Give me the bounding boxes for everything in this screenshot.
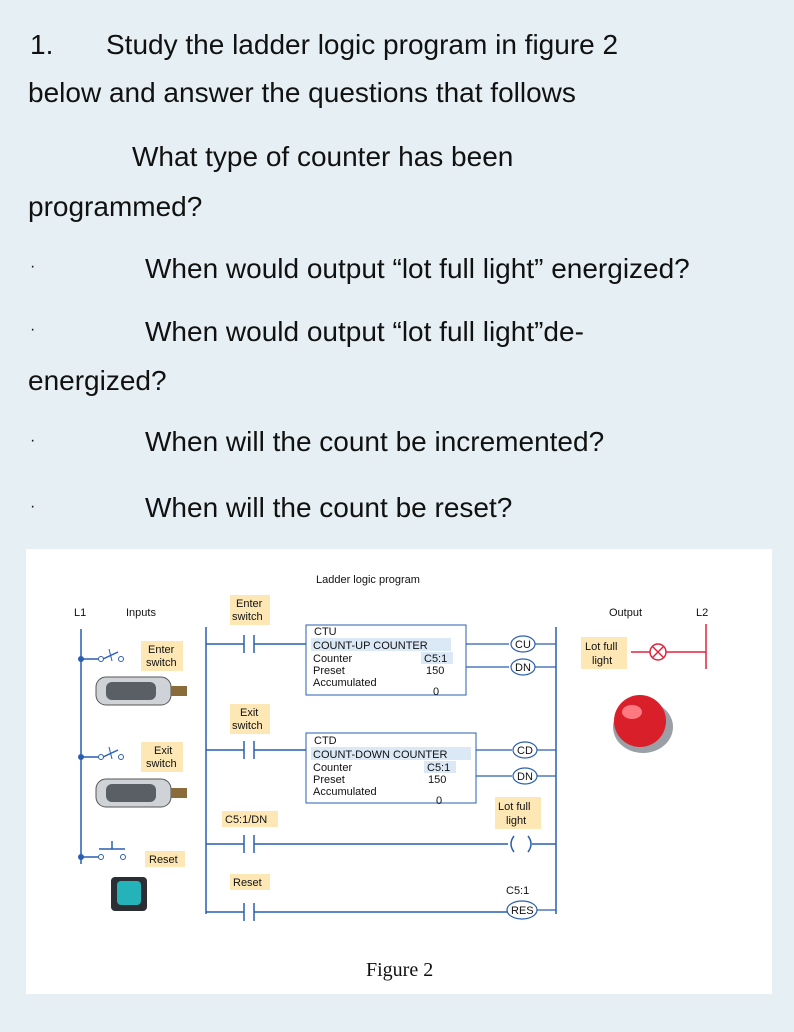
- ctd-counter-label: Counter: [313, 762, 352, 774]
- done-contact: [206, 835, 508, 853]
- reset-input-label: Reset: [149, 854, 178, 866]
- question-c-line1: When would output “lot full light”de-: [145, 316, 584, 347]
- reset-coil: [506, 900, 556, 920]
- bullet-e: ·: [30, 498, 36, 515]
- ctd-outputs: [476, 741, 556, 785]
- enter-input-label-1: Enter: [148, 644, 175, 656]
- ctu-block: CTU COUNT-UP COUNTER Counter C5:1 Preset…: [305, 624, 467, 698]
- enter-input-label-2: switch: [146, 657, 177, 669]
- exit-input-label-2: switch: [146, 758, 177, 770]
- ctu-acc-label: Accumulated: [313, 677, 377, 689]
- red-pilot-light-icon: [613, 695, 673, 753]
- rail-left-label: L1: [74, 607, 86, 619]
- enter-contact-label-1: Enter: [236, 598, 263, 610]
- output-lamp-label-2: light: [592, 655, 612, 667]
- bullet-c: ·: [30, 321, 36, 338]
- question-stem-line1: Study the ladder logic program in figure…: [106, 29, 619, 60]
- question-number: 1.: [30, 29, 54, 60]
- coil-label-1: Lot full: [498, 801, 530, 813]
- ctd-out-cd: CD: [517, 745, 533, 757]
- ctu-tag: CTU: [314, 626, 337, 638]
- ctd-block: CTD COUNT-DOWN COUNTER Counter C5:1 Pres…: [305, 732, 477, 807]
- ctu-counter-value: C5:1: [424, 653, 447, 665]
- reset-input-pushbutton: [78, 841, 126, 860]
- exit-contact: [206, 741, 306, 759]
- pilot-light-symbol: [631, 624, 707, 669]
- question-b: When would output “lot full light” energ…: [145, 253, 690, 284]
- coil-label-2: light: [506, 815, 526, 827]
- ctu-name: COUNT-UP COUNTER: [313, 640, 428, 652]
- output-lamp-label-bg: [581, 637, 627, 669]
- reset-input-label-bg: [145, 851, 185, 867]
- exit-contact-label-2: switch: [232, 720, 263, 732]
- ctu-preset-value: 150: [426, 665, 444, 677]
- ladder-diagram: Ladder logic program L1 Inputs Output L2…: [74, 574, 708, 981]
- question-c-line2: energized?: [28, 365, 167, 396]
- reset-coil-tag: C5:1: [506, 885, 529, 897]
- reset-coil-label: RES: [511, 905, 534, 917]
- ctu-acc-value: 0: [433, 686, 439, 698]
- question-stem-line2: below and answer the questions that foll…: [28, 77, 576, 108]
- output-header: Output: [609, 607, 642, 619]
- ctu-out-dn: DN: [515, 662, 531, 674]
- enter-contact-label-2: switch: [232, 611, 263, 623]
- reset-contact-label: Reset: [233, 877, 262, 889]
- diagram-title: Ladder logic program: [316, 574, 420, 586]
- ctu-out-cu: CU: [515, 639, 531, 651]
- ctd-preset-label: Preset: [313, 774, 345, 786]
- question-d: When will the count be incremented?: [145, 426, 605, 457]
- exit-contact-label-bg: [230, 704, 270, 734]
- inputs-header: Inputs: [126, 607, 156, 619]
- bullet-d: ·: [30, 432, 36, 449]
- ladder-figure: Ladder logic program L1 Inputs Output L2…: [26, 549, 772, 994]
- ctu-counter-label: Counter: [313, 653, 352, 665]
- ctd-out-dn: DN: [517, 771, 533, 783]
- enter-limit-switch-icon: [95, 676, 187, 706]
- ctu-outputs: [466, 635, 556, 676]
- reset-pushbutton-icon: [111, 877, 147, 911]
- coil-label-bg: [495, 797, 541, 829]
- ctd-preset-value: 150: [428, 774, 446, 786]
- done-contact-label-bg: [222, 811, 278, 827]
- ctd-tag: CTD: [314, 735, 337, 747]
- output-lamp-label-1: Lot full: [585, 641, 617, 653]
- reset-contact: [206, 903, 508, 921]
- enter-input-switch: [78, 648, 124, 662]
- exit-input-switch: [78, 746, 124, 760]
- enter-input-label-bg: [141, 641, 183, 671]
- ctd-acc-value: 0: [436, 795, 442, 807]
- question-e: When will the count be reset?: [145, 492, 513, 523]
- exit-limit-switch-icon: [95, 778, 187, 808]
- question-a-line1: What type of counter has been: [132, 141, 514, 172]
- rail-right-label: L2: [696, 607, 708, 619]
- exit-contact-label-1: Exit: [240, 707, 258, 719]
- ctd-acc-label: Accumulated: [313, 786, 377, 798]
- done-contact-label: C5:1/DN: [225, 814, 267, 826]
- figure-caption: Figure 2: [366, 959, 433, 981]
- ctd-counter-value: C5:1: [427, 762, 450, 774]
- ctd-name: COUNT-DOWN COUNTER: [313, 749, 447, 761]
- question-a-line2: programmed?: [28, 191, 203, 222]
- enter-contact: [206, 635, 306, 653]
- ctu-preset-label: Preset: [313, 665, 345, 677]
- lot-full-light-coil: [510, 835, 556, 853]
- exit-input-label-bg: [141, 742, 183, 772]
- reset-contact-label-bg: [230, 874, 270, 890]
- enter-contact-label-bg: [230, 595, 270, 625]
- exit-input-label-1: Exit: [154, 745, 172, 757]
- bullet-b: ·: [30, 258, 36, 275]
